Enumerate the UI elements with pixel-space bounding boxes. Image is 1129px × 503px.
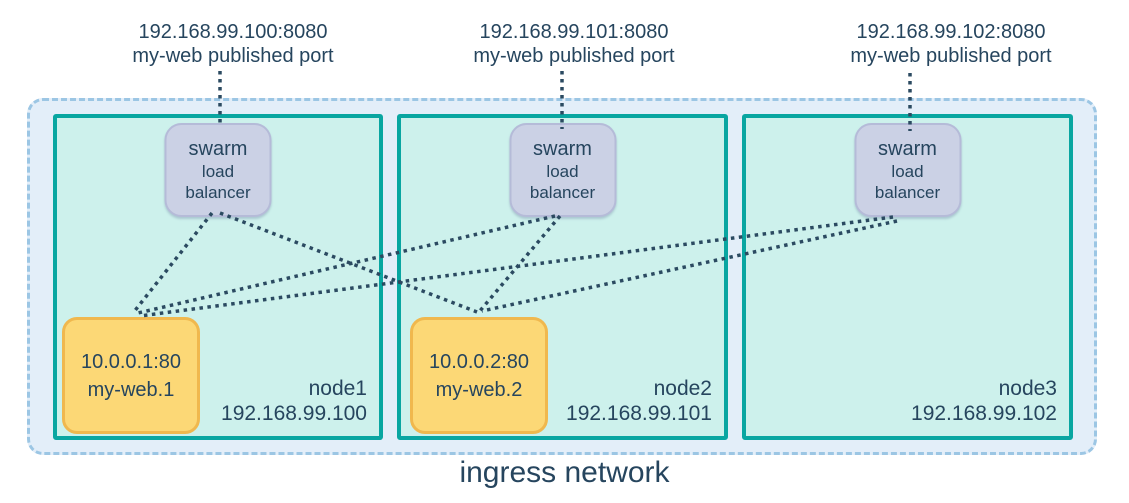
task-name: my-web.2 [435, 378, 523, 401]
published-port-caption: my-web published port [132, 45, 334, 67]
node-name: node2 [653, 377, 712, 400]
node-name: node1 [308, 377, 367, 400]
task-my-web-2: 10.0.0.2:80 my-web.2 [410, 317, 548, 434]
node-node1: swarm load balancer 10.0.0.1:80 my-web.1… [53, 114, 383, 440]
ingress-network-title: ingress network [459, 456, 670, 489]
task-name: my-web.1 [87, 378, 175, 401]
swarm-load-balancer-node3: swarm load balancer [854, 123, 961, 217]
published-port-label-node1: 192.168.99.100:8080 my-web published por… [132, 20, 333, 68]
load-balancer-label: balancer [185, 183, 251, 202]
published-port-address: 192.168.99.102:8080 [856, 21, 1046, 43]
published-port-label-node3: 192.168.99.102:8080 my-web published por… [850, 20, 1051, 68]
task-my-web-1: 10.0.0.1:80 my-web.1 [62, 317, 200, 434]
published-port-address: 192.168.99.101:8080 [479, 21, 669, 43]
published-port-caption: my-web published port [850, 45, 1052, 67]
node-node3: swarm load balancer node3 192.168.99.102 [742, 114, 1073, 440]
load-balancer-label: load [546, 162, 579, 181]
swarm-load-balancer-node2: swarm load balancer [509, 123, 616, 217]
load-balancer-label: load [891, 162, 924, 181]
load-balancer-label: swarm [188, 138, 248, 160]
load-balancer-label: balancer [874, 183, 941, 202]
ingress-network-box: swarm load balancer 10.0.0.1:80 my-web.1… [27, 98, 1097, 455]
load-balancer-label: swarm [878, 138, 937, 160]
load-balancer-label: swarm [533, 138, 592, 160]
published-port-label-node2: 192.168.99.101:8080 my-web published por… [473, 20, 674, 68]
node-ip: 192.168.99.100 [221, 402, 367, 425]
node-ip: 192.168.99.101 [566, 402, 712, 425]
node-label: node3 192.168.99.102 [911, 376, 1057, 426]
load-balancer-label: load [201, 162, 235, 181]
node-label: node1 192.168.99.100 [221, 376, 367, 426]
published-port-address: 192.168.99.100:8080 [138, 21, 328, 43]
swarm-load-balancer-node1: swarm load balancer [164, 123, 272, 217]
node-ip: 192.168.99.102 [911, 402, 1057, 425]
node-label: node2 192.168.99.101 [566, 376, 712, 426]
task-address: 10.0.0.1:80 [80, 350, 182, 373]
node-name: node3 [998, 377, 1057, 400]
node-node2: swarm load balancer 10.0.0.2:80 my-web.2… [397, 114, 728, 440]
load-balancer-label: balancer [529, 183, 596, 202]
published-port-caption: my-web published port [473, 45, 675, 67]
task-address: 10.0.0.2:80 [428, 350, 530, 373]
